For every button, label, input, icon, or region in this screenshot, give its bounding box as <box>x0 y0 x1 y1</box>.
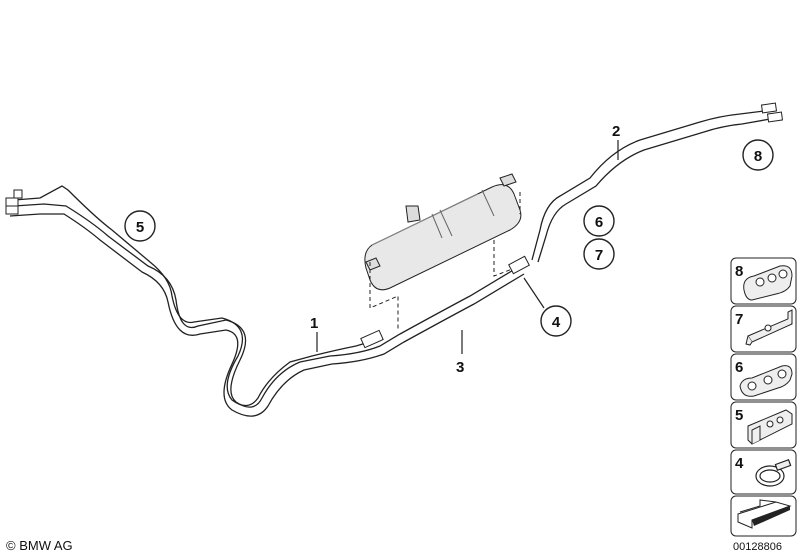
legend-item-8: 8 <box>730 257 797 305</box>
double-clip-icon <box>739 365 793 397</box>
legend-item-6: 6 <box>730 353 797 401</box>
callout-4: 4 <box>540 305 572 337</box>
legend-number-6: 6 <box>735 359 743 376</box>
legend-number-8: 8 <box>735 263 743 280</box>
legend-number-7: 7 <box>735 311 743 328</box>
line-connectors <box>5 102 784 349</box>
dashed-leaders <box>369 192 521 330</box>
fuel-lines <box>9 109 777 417</box>
callout-7: 7 <box>583 238 615 270</box>
callout-8: 8 <box>742 139 774 171</box>
callout-4-label: 4 <box>552 314 561 331</box>
holder-clip-icon <box>747 409 793 445</box>
direction-arrow-icon <box>737 499 792 529</box>
callout-1: 1 <box>310 315 318 332</box>
copyright-text: © BMW AG <box>6 538 73 553</box>
callout-6-label: 6 <box>595 214 603 231</box>
callout-3: 3 <box>456 359 464 376</box>
hose-clamp-icon <box>755 459 792 487</box>
callout-2: 2 <box>612 123 620 140</box>
legend-number-4: 4 <box>735 455 744 472</box>
legend-number-5: 5 <box>735 407 743 424</box>
callout-leaders <box>316 140 619 354</box>
fuel-filter <box>364 173 522 291</box>
legend-arrow-box <box>730 495 797 537</box>
legend-item-4: 4 <box>730 449 797 495</box>
triple-clip-icon <box>743 265 793 301</box>
callout-5: 5 <box>124 210 156 242</box>
callout-5-label: 5 <box>136 219 144 236</box>
callout-7-label: 7 <box>595 247 603 264</box>
parts-legend: 8 7 6 <box>730 257 797 537</box>
legend-item-5: 5 <box>730 401 797 449</box>
callout-6: 6 <box>583 205 615 237</box>
drawing-number: 00128806 <box>733 541 782 553</box>
bracket-clip-icon <box>745 309 793 346</box>
legend-item-7: 7 <box>730 305 797 353</box>
callout-8-label: 8 <box>754 148 762 165</box>
